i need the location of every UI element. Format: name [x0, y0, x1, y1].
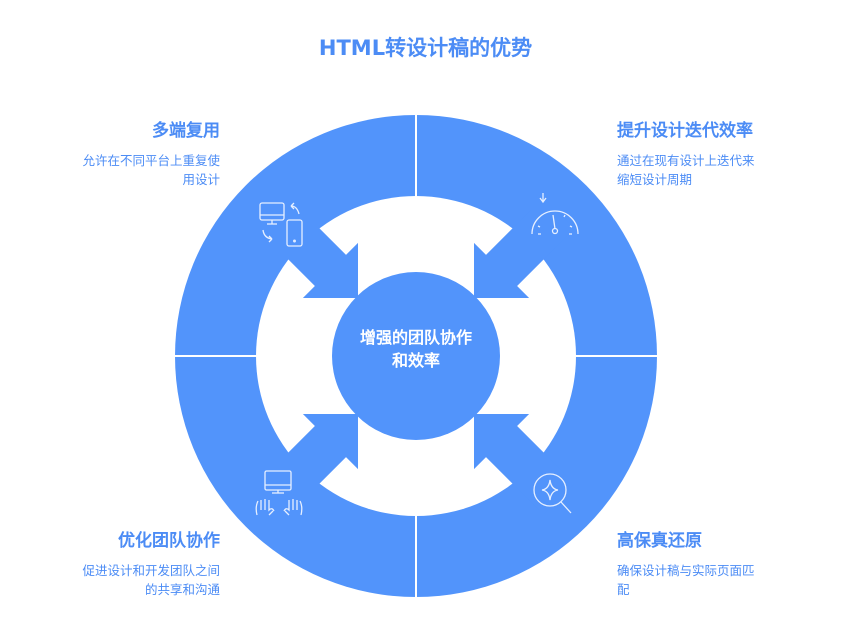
multi-device-sync-icon	[259, 202, 303, 247]
section-title: 提升设计迭代效率	[617, 121, 753, 141]
arrow-bottom-right	[474, 414, 575, 515]
section-desc: 允许在不同平台上重复使用设计	[82, 153, 220, 187]
section-desc: 促进设计和开发团队之间的共享和沟通	[82, 563, 220, 597]
center-line-2: 和效率	[391, 351, 440, 370]
page-title: HTML转设计稿的优势	[318, 36, 533, 60]
section-title: 高保真还原	[617, 531, 702, 551]
computer-hands-icon	[255, 470, 303, 516]
center-label: 增强的团队协作 和效率	[331, 326, 501, 372]
center-circle	[332, 272, 500, 440]
section-iteration: 提升设计迭代效率 通过在现有设计上迭代来缩短设计周期	[617, 116, 851, 189]
arrow-bottom-left	[257, 414, 358, 515]
magnifier-sparkle-icon	[533, 473, 572, 514]
section-multi-platform: 多端复用 允许在不同平台上重复使用设计	[0, 116, 220, 189]
section-fidelity: 高保真还原 确保设计稿与实际页面匹配	[617, 526, 851, 599]
section-desc: 通过在现有设计上迭代来缩短设计周期	[617, 153, 755, 187]
arrow-top-right	[474, 197, 575, 298]
section-title: 优化团队协作	[118, 531, 220, 551]
speedometer-icon	[531, 193, 579, 235]
arrow-top-left	[257, 197, 358, 298]
center-line-1: 增强的团队协作	[359, 328, 472, 347]
section-title: 多端复用	[152, 121, 220, 141]
section-desc: 确保设计稿与实际页面匹配	[617, 563, 755, 597]
section-collaboration: 优化团队协作 促进设计和开发团队之间的共享和沟通	[0, 526, 220, 599]
